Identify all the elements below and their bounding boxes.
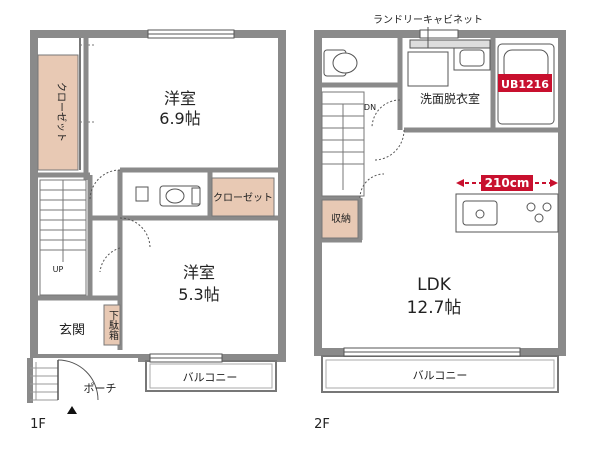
kitchen-counter (455, 193, 559, 233)
ldk-size: 12.7帖 (407, 298, 462, 318)
closet-center-label: クローゼット (213, 192, 273, 204)
stairs-down-label: DN (364, 103, 376, 112)
stairs-1f (39, 179, 87, 296)
laundry-area (407, 39, 491, 87)
ldk-name: LDK (417, 275, 452, 295)
entrance-label: 玄関 (59, 323, 85, 338)
washroom-label: 洗面脱衣室 (420, 91, 480, 106)
room-western-small-name: 洋室 (183, 263, 215, 282)
counter-dimension (456, 175, 558, 191)
unit-bath-label: UB1216 (501, 78, 549, 91)
porch-outline (30, 358, 138, 403)
room-western-small-size: 5.3帖 (178, 285, 219, 304)
floor1-balcony-outline (145, 360, 277, 392)
floor2-windows (343, 29, 521, 357)
room-western-large-name: 洋室 (164, 89, 196, 108)
storage-fill (321, 199, 359, 239)
room-western-large-size: 6.9帖 (159, 109, 200, 128)
unit-bath-badge (498, 74, 552, 92)
floor1-windows (147, 29, 235, 363)
floor1-label: 1F (30, 417, 46, 432)
laundry-cabinet-label: ランドリーキャビネット (373, 14, 483, 26)
shoe-box-label: 下駄箱 (107, 310, 119, 341)
entrance-arrow-icon (67, 406, 77, 414)
balcony-2f-label: バルコニー (413, 369, 468, 382)
stairs-2f (321, 91, 365, 197)
porch-label: ポーチ (84, 382, 117, 395)
counter-width-label: 210cm (485, 176, 530, 190)
floor-1-plan (27, 29, 286, 403)
porch-steps (30, 362, 58, 401)
floor-2-plan (314, 29, 566, 393)
stairs-up-label: UP (53, 265, 64, 274)
toilet-1f (135, 185, 201, 207)
closet-left-label: クローゼット (55, 82, 67, 142)
storage-label: 収納 (331, 212, 351, 225)
closet-left-fill (37, 54, 79, 171)
balcony-1f-label: バルコニー (183, 371, 238, 384)
closet-center-fill (211, 177, 275, 217)
floor2-label: 2F (314, 417, 330, 432)
shoe-box-fill (103, 304, 121, 346)
toilet-2f (323, 49, 358, 77)
floor2-outer-wall (314, 30, 566, 356)
